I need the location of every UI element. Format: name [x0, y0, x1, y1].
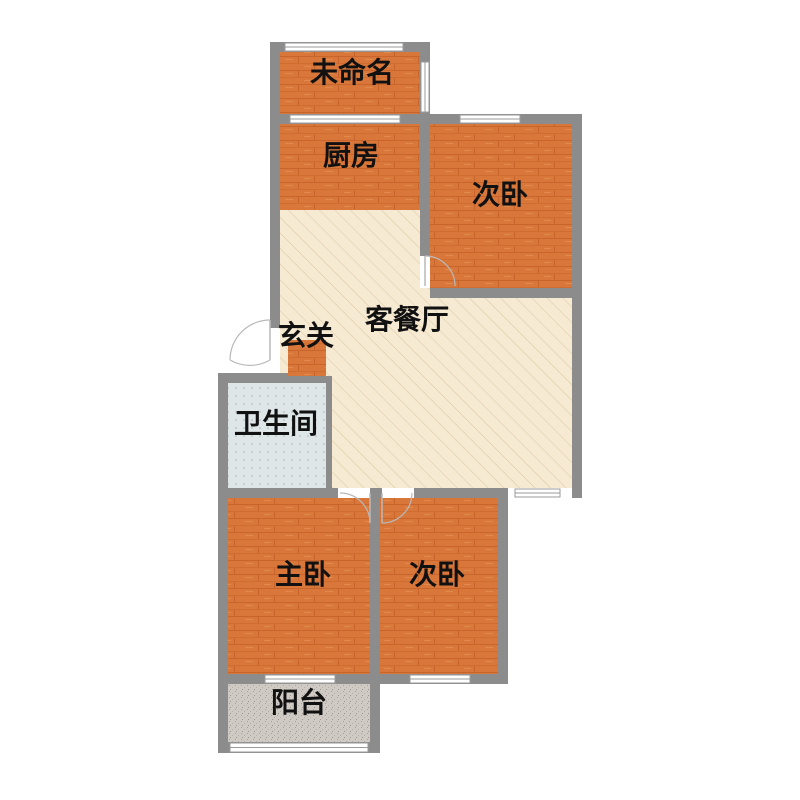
room-label-balcony: 阳台 [271, 686, 327, 719]
room-label-entrance: 玄关 [278, 319, 334, 352]
living-dining-floor [280, 210, 572, 488]
kitchen-floor [280, 124, 420, 210]
bathroom-floor [228, 383, 326, 488]
second-bedroom-bottom-floor [380, 498, 498, 674]
master-bedroom-floor [228, 498, 370, 674]
balcony-floor [228, 684, 370, 742]
room-label-living-dining: 客餐厅 [365, 303, 449, 336]
room-label-second-bedroom-bottom: 次卧 [409, 558, 465, 591]
room-label-unnamed: 未命名 [310, 56, 394, 89]
room-label-second-bedroom-top: 次卧 [472, 178, 528, 211]
room-label-kitchen: 厨房 [323, 139, 379, 172]
room-label-master-bedroom: 主卧 [275, 558, 331, 591]
second-bedroom-top-floor [430, 124, 572, 288]
entrance-floor [288, 340, 326, 378]
windows [229, 42, 561, 753]
doors [229, 255, 456, 524]
unnamed-floor [280, 52, 420, 114]
room-label-bathroom: 卫生间 [234, 407, 318, 440]
